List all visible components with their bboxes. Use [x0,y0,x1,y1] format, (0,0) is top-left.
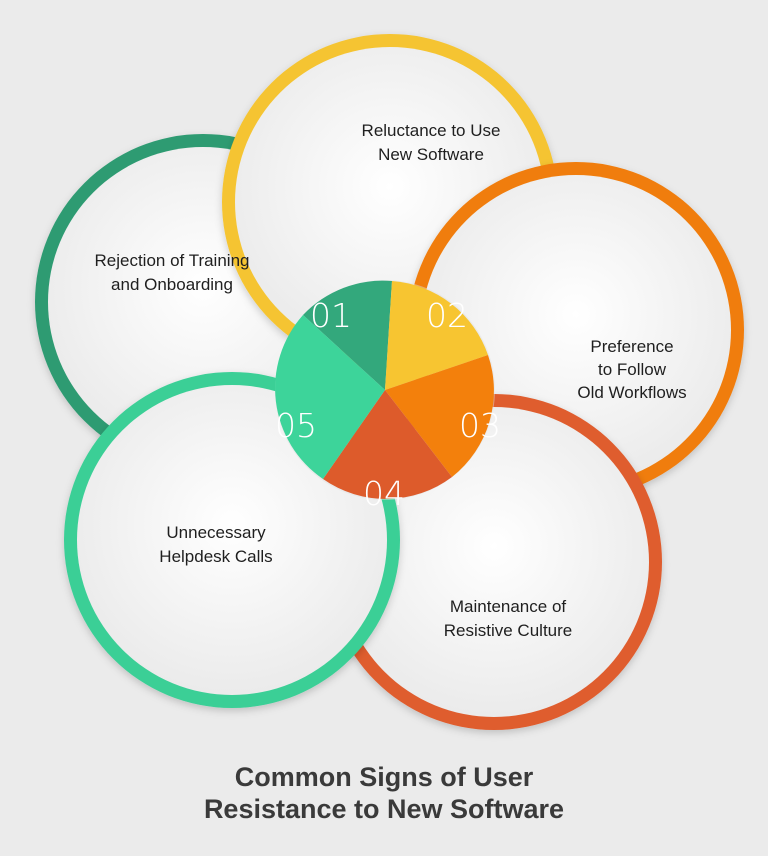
petal-03-label-line-2: to Follow [598,360,667,379]
petal-05-label-line-2: Helpdesk Calls [159,547,272,566]
petal-02-number: 02 [426,296,468,335]
petal-01-label-line-1: Rejection of Training [95,251,250,270]
petal-01-label-line-2: and Onboarding [111,275,233,294]
petal-03-number: 03 [459,406,501,445]
hub-segment-05 [275,315,385,479]
petal-02-label-line-2: New Software [378,145,484,164]
petal-03-label-line-3: Old Workflows [577,383,686,402]
petal-04-label-line-2: Resistive Culture [444,621,573,640]
petal-04-number: 04 [363,474,405,513]
petal-03-label-line-1: Preference [590,337,673,356]
petal-02-label-line-1: Reluctance to Use [362,121,501,140]
petal-01-number: 01 [310,296,352,335]
hub-segment-04 [323,390,452,499]
center-hub [275,280,495,500]
hub-segment-03 [385,355,494,477]
petal-05-label-line-1: Unnecessary [166,523,266,542]
title-line-2: Resistance to New Software [204,794,564,824]
title-line-1: Common Signs of User [235,762,534,792]
petal-04-label-line-1: Maintenance of [450,597,567,616]
hub-segment-01 [303,280,392,390]
hub-segment-02 [385,281,488,390]
petal-05-number: 05 [275,406,317,445]
